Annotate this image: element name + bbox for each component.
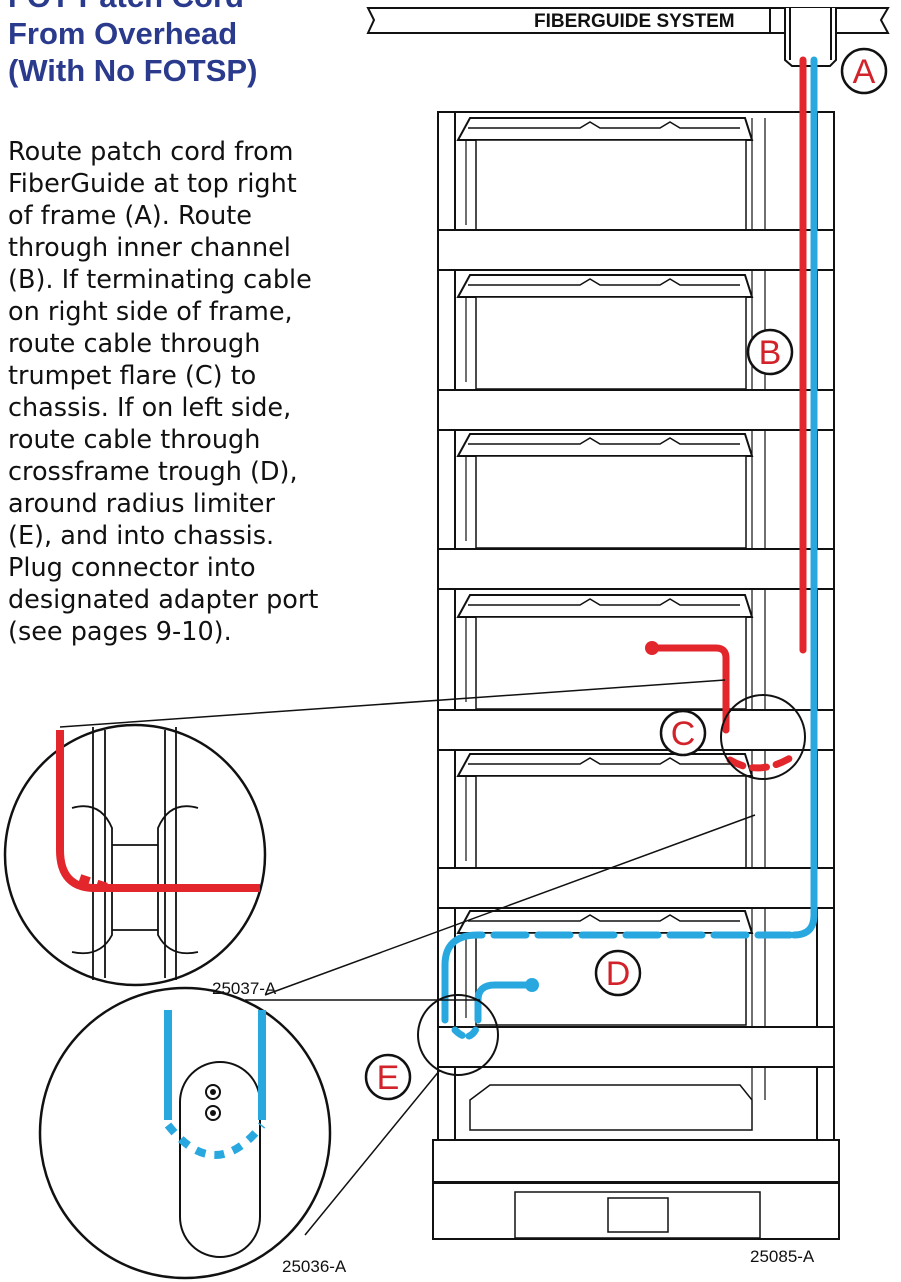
crossbars [432, 229, 840, 1183]
instruction-line: FiberGuide at top right [8, 169, 297, 199]
chassis-4 [456, 594, 754, 710]
blue-cord-radius-dashed [451, 1021, 482, 1040]
chassis-2 [456, 274, 754, 390]
frame-base [432, 1182, 840, 1240]
cords [441, 56, 818, 1040]
instruction-line: Route patch cord from [8, 137, 294, 167]
heading-line-1: FOT Patch Cord [8, 0, 308, 15]
instruction-line: (B). If terminating cable [8, 265, 312, 295]
instruction-text: Route patch cord from FiberGuide at top … [8, 136, 383, 648]
instruction-line: (see pages 9-10). [8, 617, 232, 647]
page-heading: FOT Patch Cord From Overhead (With No FO… [8, 0, 308, 89]
instruction-line: around radius limiter [8, 489, 275, 519]
fiberguide-trough [366, 7, 890, 67]
detail-view-e [38, 986, 332, 1280]
blue-cord-vertical [790, 56, 818, 939]
detail-marker-e [417, 994, 499, 1076]
detail-marker-c [720, 694, 806, 780]
fiberguide-label: FIBERGUIDE SYSTEM [534, 11, 735, 32]
heading-line-2: From Overhead [8, 16, 238, 51]
instruction-line: through inner channel [8, 233, 291, 263]
radius-limiter [179, 1061, 261, 1258]
instruction-line: route cable through [8, 425, 261, 455]
callout-d-label: D [606, 955, 631, 993]
callout-a: A [840, 47, 888, 95]
instruction-line: Plug connector into [8, 553, 256, 583]
base-chassis [469, 1084, 753, 1131]
chassis-1 [456, 117, 754, 233]
red-cord-flare-dashed [726, 751, 799, 772]
callout-b-label: B [759, 334, 782, 372]
instruction-line: route cable through [8, 329, 261, 359]
blue-connector [525, 978, 539, 992]
callout-e-label: E [377, 1059, 400, 1097]
figure-number-main: 25085-A [750, 1247, 815, 1266]
instruction-line: chassis. If on left side, [8, 393, 292, 423]
red-cord-chassis [648, 644, 730, 734]
instruction-line: on right side of frame, [8, 297, 293, 327]
heading-line-3: (With No FOTSP) [8, 53, 258, 88]
figure-number-detail-c: 25037-A [212, 979, 277, 998]
instruction-line: crossframe trough (D), [8, 457, 298, 487]
crossbar [437, 867, 835, 909]
callout-a-label: A [853, 53, 876, 91]
callout-c: C [659, 709, 707, 757]
instruction-line: of frame (A). Route [8, 201, 252, 231]
instruction-line: trumpet flare (C) to [8, 361, 257, 391]
figure-number-detail-e: 25036-A [282, 1257, 347, 1276]
crossbar [437, 1026, 835, 1068]
chassis-3 [456, 433, 754, 549]
callout-c-label: C [671, 715, 696, 753]
chassis-5 [456, 753, 754, 869]
detail-markers [417, 694, 806, 1076]
red-connector [645, 641, 659, 655]
detail-view-c [3, 723, 267, 987]
crossbar [437, 709, 835, 751]
blue-cord-down [441, 931, 482, 1024]
crossbar [437, 548, 835, 590]
callout-d: D [594, 949, 642, 997]
callout-b: B [746, 328, 794, 376]
callouts: A B C D E [364, 47, 888, 1101]
base-bar [432, 1139, 840, 1183]
leader-lines [59, 679, 756, 1236]
instruction-line: (E), and into chassis. [8, 521, 275, 551]
crossbar [437, 389, 835, 431]
crossbar [437, 229, 835, 271]
callout-e: E [364, 1053, 412, 1101]
instruction-line: designated adapter port [8, 585, 319, 615]
